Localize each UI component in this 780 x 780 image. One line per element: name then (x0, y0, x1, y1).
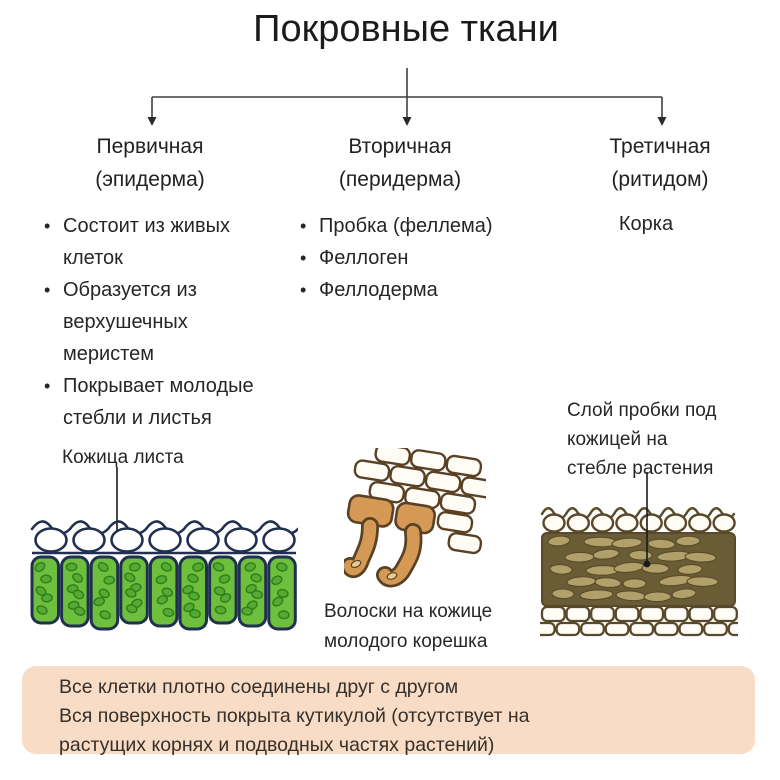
cork-pointer-line (643, 472, 651, 568)
bullet-line: клеток (63, 247, 123, 269)
arrow-down-icon (147, 117, 667, 126)
footer-note-box: Все клетки плотно соединены друг с друго… (22, 666, 755, 756)
bullet-line: Покрывает молодые (63, 375, 254, 397)
root-hairs-illustration (344, 448, 486, 588)
list-item: • Феллодерма (300, 274, 520, 306)
bullet-icon: • (44, 280, 51, 300)
column-label: Первичная (96, 135, 204, 158)
list-item: • Покрывает молодые стебли и листья (44, 370, 299, 434)
tertiary-note: Корка (618, 213, 674, 235)
root-hairs-caption: Волоски на кожице молодого корешка (324, 597, 492, 657)
column-header-tertiary: Третичная (ритидом) (550, 130, 770, 196)
column-sublabel: (эпидерма) (95, 168, 205, 191)
bullet-line: меристем (63, 343, 154, 365)
caption-line: молодого корешка (324, 631, 488, 652)
caption-line: Волоски на кожице (324, 601, 493, 622)
caption-line: стебле растения (567, 458, 714, 479)
column-sublabel: (перидерма) (338, 168, 462, 191)
column-header-primary: Первичная (эпидерма) (40, 130, 260, 196)
leaf-epidermis-illustration (30, 520, 298, 631)
bullet-line: Состоит из живых (63, 215, 230, 237)
bullet-icon: • (44, 216, 51, 236)
column-label: Третичная (609, 135, 711, 158)
footer-text: Все клетки плотно соединены друг с друго… (59, 673, 529, 760)
bullet-line: верхушечных (63, 311, 188, 333)
caption-line: Слой пробки под (567, 400, 717, 421)
footer-line: Все клетки плотно соединены друг с друго… (59, 676, 459, 698)
secondary-bullet-list: • Пробка (феллема) • Феллоген • Феллодер… (300, 210, 520, 306)
bullet-icon: • (44, 376, 51, 396)
bullet-line: Феллодерма (319, 279, 438, 301)
column-sublabel: (ритидом) (611, 168, 709, 191)
tree-connector (147, 68, 667, 126)
list-item: • Пробка (феллема) (300, 210, 520, 242)
bullet-line: Пробка (феллема) (319, 215, 493, 237)
bullet-line: Феллоген (319, 247, 409, 269)
column-header-secondary: Вторичная (перидерма) (290, 130, 510, 196)
bullet-icon: • (300, 216, 307, 236)
bullet-icon: • (300, 280, 307, 300)
list-item: • Образуется из верхушечных меристем (44, 274, 299, 370)
footer-line: растущих корнях и подводных частях расте… (59, 734, 495, 756)
cork-layer-caption: Слой пробки под кожицей на стебле растен… (567, 396, 717, 483)
bullet-line: стебли и листья (63, 407, 212, 429)
bullet-line: Образуется из (63, 279, 197, 301)
list-item: • Феллоген (300, 242, 520, 274)
bullet-icon: • (300, 248, 307, 268)
caption-line: кожицей на (567, 429, 668, 450)
primary-bullet-list: • Состоит из живых клеток • Образуется и… (44, 210, 299, 434)
page-title: Покровные ткани (253, 8, 559, 50)
leaf-epidermis-caption: Кожица листа (62, 447, 184, 468)
cork-layer-illustration (540, 507, 738, 637)
list-item: • Состоит из живых клеток (44, 210, 299, 274)
footer-line: Вся поверхность покрыта кутикулой (отсут… (59, 705, 530, 727)
column-label: Вторичная (348, 135, 452, 158)
